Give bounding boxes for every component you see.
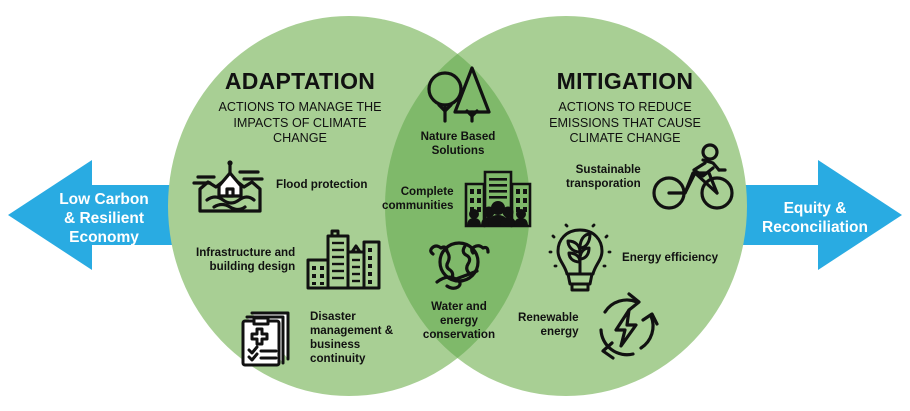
bicycle-icon [651, 143, 735, 211]
item-water-energy-conservation: Water and energy conservation [400, 238, 518, 342]
lightbulb-leaf-icon [548, 222, 612, 294]
item-disaster-management: Disaster management & business continuit… [238, 305, 393, 371]
mitigation-title: MITIGATION [556, 68, 694, 94]
globe-hand-icon [423, 238, 495, 294]
item-nature-based-solutions: Nature Based Solutions [398, 62, 518, 158]
item-label: Infrastructure and building design [196, 246, 296, 273]
arrow-right-icon [725, 160, 902, 270]
city-buildings-icon [305, 228, 383, 292]
flood-house-icon [192, 155, 266, 215]
two-trees-icon [422, 62, 494, 124]
item-label: Renewable energy [518, 311, 579, 338]
item-renewable-energy: Renewable energy [518, 290, 663, 360]
item-flood-protection: Flood protection [192, 155, 367, 215]
low-carbon-economy-label: Low Carbon & Resilient Economy [59, 191, 149, 246]
item-label: Nature Based Solutions [420, 130, 496, 157]
buildings-people-icon [464, 170, 532, 228]
adaptation-heading: ADAPTATION ACTIONS TO MANAGE THE IMPACTS… [200, 68, 400, 147]
item-label: Water and energy conservation [422, 300, 496, 341]
item-label: Complete communities [382, 185, 454, 212]
item-complete-communities: Complete communities [382, 170, 532, 228]
item-label: Sustainable transporation [566, 163, 641, 190]
recycle-bolt-icon [589, 290, 663, 360]
adaptation-title: ADAPTATION [224, 68, 376, 94]
item-infrastructure-building-design: Infrastructure and building design [196, 228, 383, 292]
arrow-left-icon [8, 160, 185, 270]
clipboard-medical-icon [238, 305, 300, 371]
adaptation-subtitle: ACTIONS TO MANAGE THE IMPACTS OF CLIMATE… [218, 100, 382, 145]
item-label: Disaster management & business continuit… [310, 310, 394, 365]
item-label: Energy efficiency [622, 251, 719, 264]
mitigation-heading: MITIGATION ACTIONS TO REDUCE EMISSIONS T… [520, 68, 730, 147]
item-label: Flood protection [276, 178, 368, 191]
equity-reconciliation-label: Equity & Reconciliation [762, 200, 868, 236]
item-sustainable-transportation: Sustainable transporation [566, 143, 735, 211]
item-energy-efficiency: Energy efficiency [548, 222, 718, 294]
mitigation-subtitle: ACTIONS TO REDUCE EMISSIONS THAT CAUSE C… [549, 100, 701, 145]
